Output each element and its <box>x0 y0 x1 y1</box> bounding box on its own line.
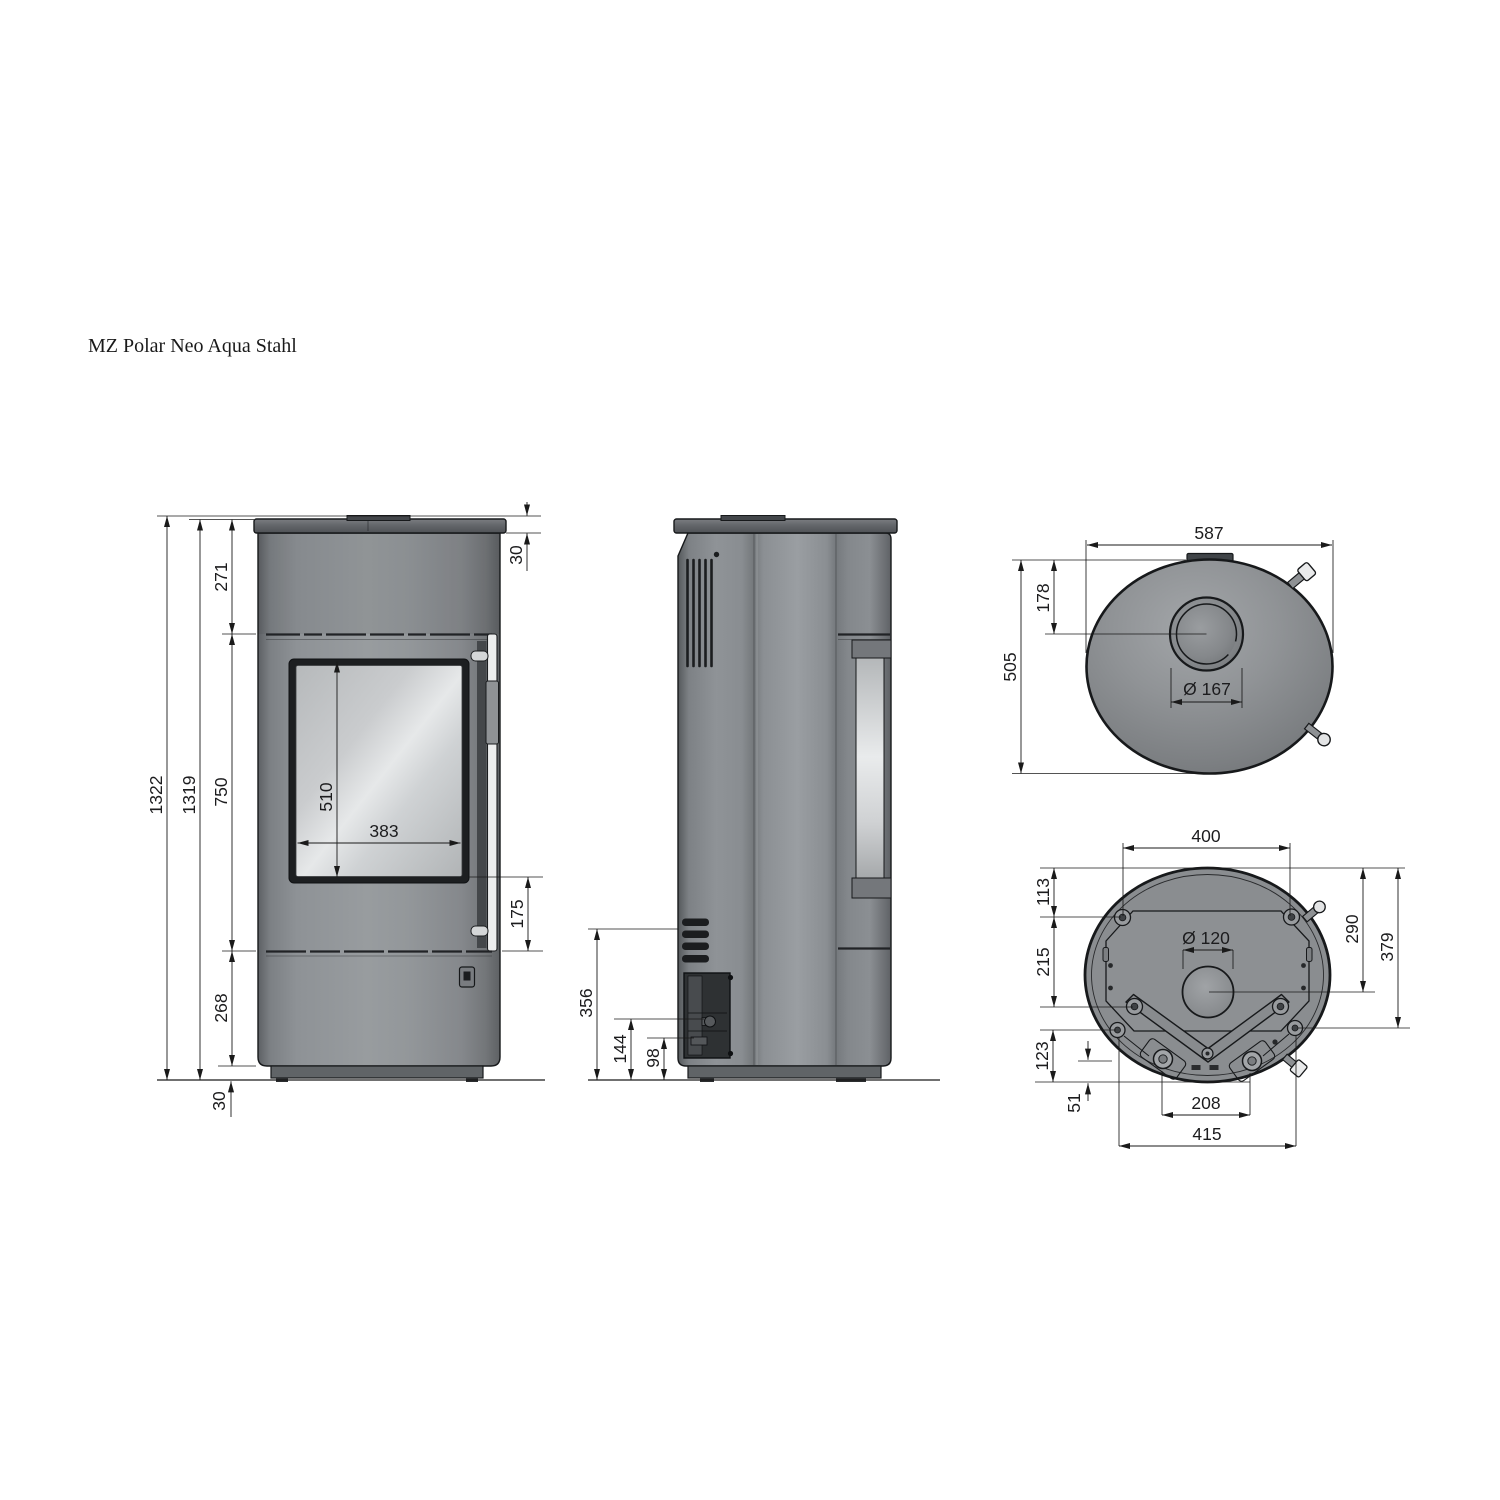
water-fitting <box>704 1015 716 1028</box>
dim-label-handle-offset: 175 <box>507 899 527 928</box>
door-gap <box>477 641 487 948</box>
dim-label-hole-rows: 215 <box>1033 947 1053 976</box>
front-view: 1322 1319 271 750 268 30 30 510 383 175 <box>146 502 545 1117</box>
upper-band-shade <box>258 533 500 634</box>
latch-slot <box>463 971 471 981</box>
center-tick <box>1191 1065 1201 1070</box>
plinth <box>270 1065 484 1079</box>
dim-label-outer-feet-spacing: 415 <box>1192 1124 1221 1144</box>
door-handle-grip <box>485 680 499 745</box>
mounting-bolt-top-right <box>1282 908 1301 926</box>
plate-hole <box>1108 985 1113 991</box>
top-plate-knob-side <box>720 515 786 521</box>
top-plate <box>253 518 507 534</box>
top-plate-side <box>673 518 898 534</box>
top-view: 587 505 178 Ø 167 <box>1000 523 1334 775</box>
rear-screw <box>713 551 720 558</box>
water-fitting-lower <box>1303 722 1331 747</box>
v-bracket-bolt-left <box>1125 997 1144 1016</box>
bracket-link-right <box>1262 1033 1290 1057</box>
dim-label-fitting-height: 144 <box>610 1034 630 1063</box>
dim-label-base-clearance: 30 <box>209 1091 229 1111</box>
mounting-bolt-top-left <box>1113 908 1132 927</box>
side-slot-left <box>1102 947 1109 962</box>
dim-label-flue-offset: 178 <box>1033 583 1053 612</box>
dim-label-plate-thickness: 30 <box>506 545 526 565</box>
dim-label-door-section: 750 <box>211 777 231 806</box>
bracket-link-left <box>1123 1035 1150 1057</box>
connection-recess <box>683 972 734 1059</box>
door-window-glass <box>295 665 463 877</box>
dim-label-top-width: 587 <box>1194 523 1223 543</box>
small-stud <box>1272 1039 1278 1045</box>
center-tick <box>1209 1065 1219 1070</box>
leveling-foot-right <box>1228 1040 1276 1082</box>
side-view: 356 144 98 <box>576 515 940 1082</box>
dim-label-top-section: 271 <box>211 562 231 591</box>
door-frame-top-side <box>851 639 892 659</box>
dim-label-flue-opening-diameter: Ø 120 <box>1182 928 1230 948</box>
plate-hole <box>1108 963 1113 968</box>
door-glass-side <box>855 657 885 879</box>
dim-label-glass-width: 383 <box>369 821 398 841</box>
dim-label-foot-front: 51 <box>1064 1093 1084 1112</box>
drawing-title: MZ Polar Neo Aqua Stahl <box>88 335 297 357</box>
v-bracket-vertex-bolt <box>1205 1051 1210 1056</box>
dim-label-bracket-depth: 379 <box>1377 932 1397 961</box>
dim-label-connection-height: 356 <box>576 988 596 1017</box>
stove-body-side <box>677 532 892 1067</box>
dim-label-overall-height: 1322 <box>146 776 166 815</box>
dim-label-hole-span: 400 <box>1191 826 1220 846</box>
hinge-pin-upper <box>470 650 489 662</box>
dim-label-flue-diameter: Ø 167 <box>1183 679 1231 699</box>
water-fitting-upper <box>1286 562 1317 590</box>
top-plate-knob <box>346 515 411 521</box>
convection-slats <box>682 918 709 963</box>
v-bracket-bolt-right <box>1271 997 1290 1016</box>
lower-fitting-step <box>690 1036 708 1046</box>
plinth-side <box>687 1065 882 1079</box>
dim-label-glass-height: 510 <box>316 782 336 811</box>
dim-label-top-depth: 505 <box>1000 652 1020 681</box>
dim-label-height-no-plate: 1319 <box>179 776 199 815</box>
dim-label-bracket-front: 123 <box>1032 1041 1052 1070</box>
leveling-foot-left <box>1139 1038 1187 1080</box>
rear-vent-slats <box>686 558 713 668</box>
dim-label-feet-spacing: 208 <box>1191 1093 1220 1113</box>
plate-hole <box>1301 963 1306 968</box>
side-slot-right <box>1306 947 1313 962</box>
dim-label-flue-depth: 290 <box>1342 914 1362 943</box>
dim-label-lower-fitting-height: 98 <box>643 1048 663 1067</box>
hinge-pin-lower <box>470 925 489 937</box>
water-fitting-bottom-lower <box>1281 1053 1308 1078</box>
bottom-view: 400 113 215 123 51 290 379 208 415 Ø 120 <box>1032 826 1410 1150</box>
dim-label-edge-to-holes: 113 <box>1033 878 1053 906</box>
plate-hole <box>1301 985 1306 991</box>
dim-label-bottom-section: 268 <box>211 993 231 1022</box>
door-frame-bottom-side <box>851 877 892 899</box>
bottom-rim-line <box>1091 874 1324 1076</box>
water-fitting-bottom-upper <box>1301 900 1326 923</box>
